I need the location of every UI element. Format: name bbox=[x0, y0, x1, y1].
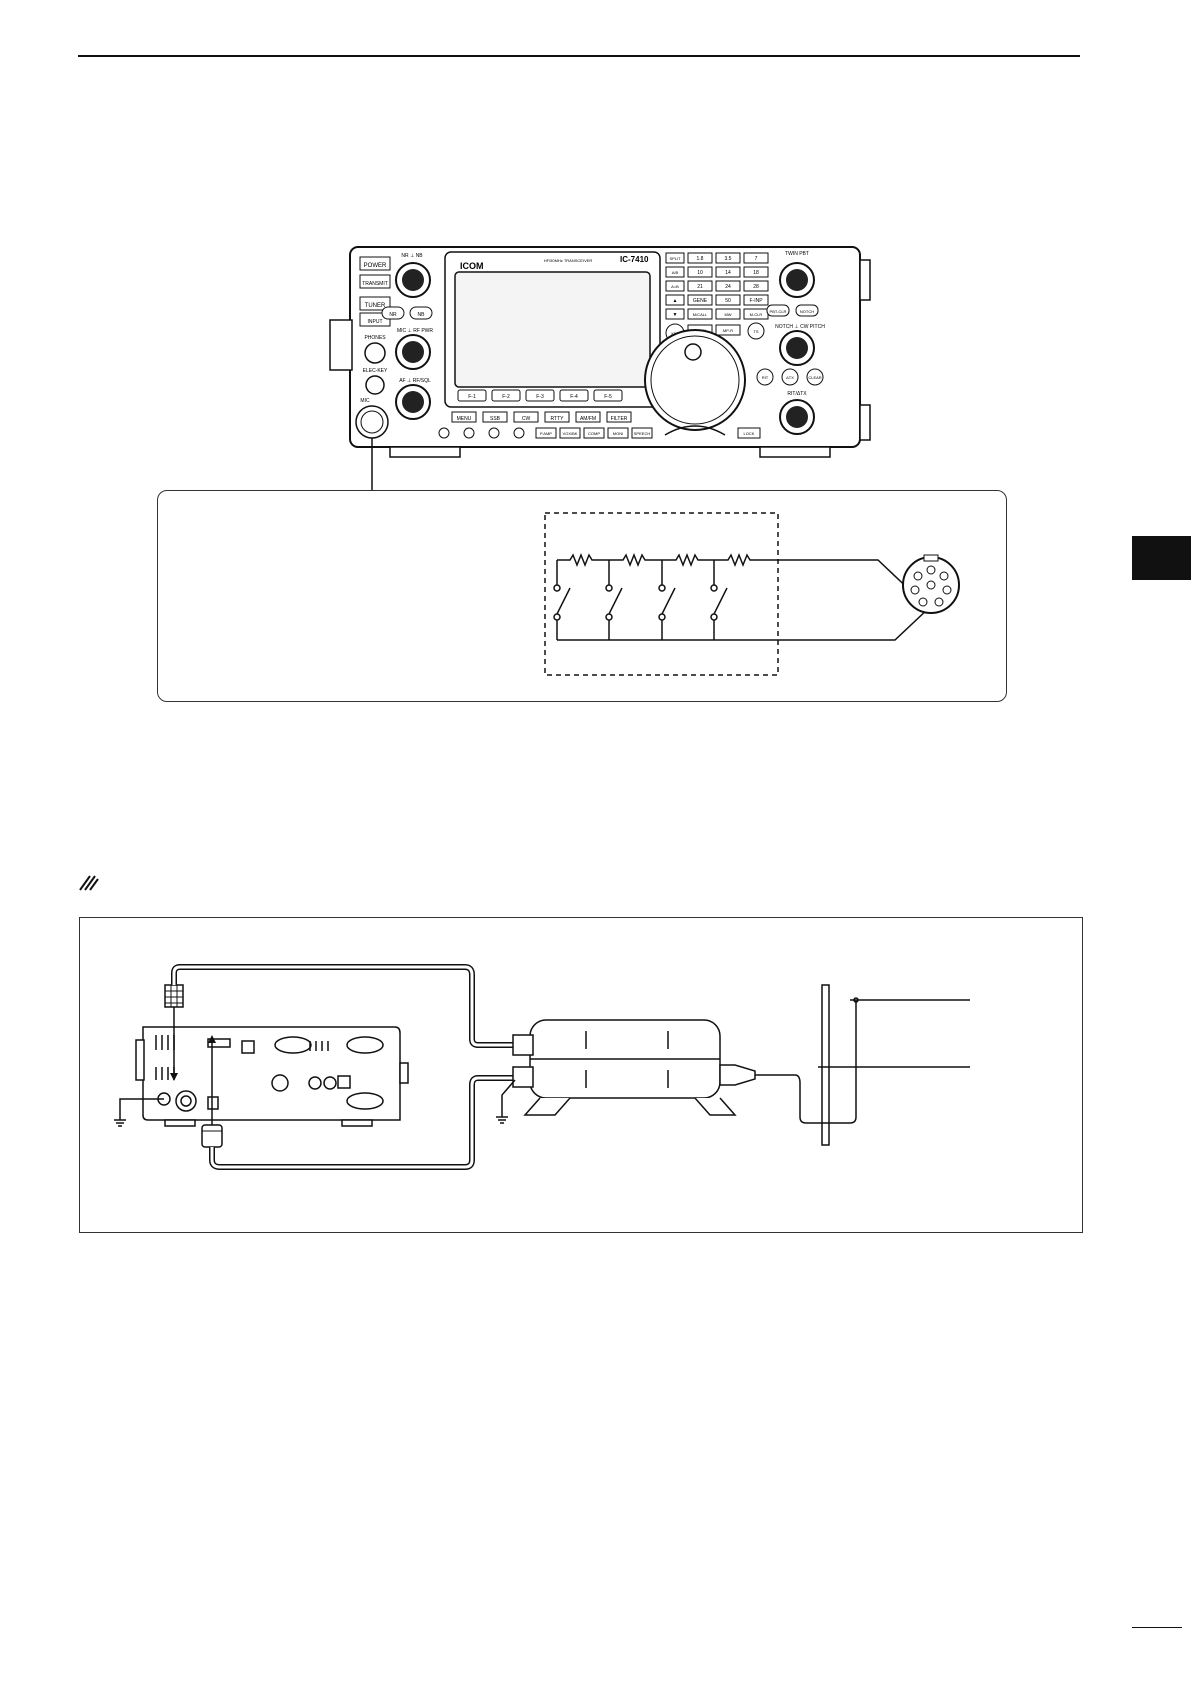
right-knob-column: TWIN PBT PBT-CLR NOTCH NOTCH ⊥ CW PITCH … bbox=[756, 251, 825, 435]
m-clr-button[interactable]: M-CLR bbox=[750, 312, 763, 317]
nr-button[interactable]: NR bbox=[389, 312, 397, 318]
af-rf-sql-label: AF ⊥ RF/SQL bbox=[399, 378, 431, 384]
side-handle-right-bottom bbox=[859, 404, 871, 441]
note-hatch-icon bbox=[79, 875, 99, 891]
f3-button[interactable]: F-3 bbox=[536, 394, 544, 400]
up-button[interactable]: ▲ bbox=[673, 298, 678, 304]
antenna-tuner-unit bbox=[512, 1019, 790, 1116]
band-key[interactable]: 18 bbox=[753, 270, 759, 276]
rit-delta-tx-label: RIT/ΔTX bbox=[787, 391, 807, 397]
footer-rule bbox=[1132, 1627, 1182, 1628]
notch-cw-pitch-label: NOTCH ⊥ CW PITCH bbox=[775, 324, 825, 330]
m-call-button[interactable]: M/CALL bbox=[693, 312, 708, 317]
pbt-clr-button[interactable]: PBT-CLR bbox=[770, 309, 787, 314]
antenna-wire bbox=[790, 984, 970, 1146]
band-key[interactable]: 28 bbox=[753, 284, 759, 290]
band-key[interactable]: 50 bbox=[725, 298, 731, 304]
band-keypad: 1.8 3.5 7 10 14 18 21 24 28 GENE 50 F-IN… bbox=[687, 252, 769, 340]
comp-button[interactable]: COMP bbox=[588, 431, 600, 436]
mode-button-row: MENU SSB CW RTTY AM/FM FILTER bbox=[451, 411, 632, 423]
cw-button[interactable]: CW bbox=[522, 416, 531, 422]
down-button[interactable]: ▼ bbox=[673, 312, 678, 318]
ground-symbol-icon bbox=[114, 1098, 164, 1127]
mic-rf-pwr-label: MIC ⊥ RF PWR bbox=[397, 328, 433, 334]
f1-button[interactable]: F-1 bbox=[468, 394, 476, 400]
control-cable bbox=[164, 964, 520, 1081]
filter-button[interactable]: FILTER bbox=[611, 416, 628, 422]
foot-left bbox=[389, 446, 461, 458]
preamp-button[interactable]: P.AMP bbox=[540, 431, 552, 436]
resistor-chain bbox=[557, 552, 916, 596]
vox-button[interactable]: VOX/BK bbox=[563, 431, 578, 436]
power-button[interactable]: POWER bbox=[364, 263, 387, 269]
speech-button[interactable]: SPEECH bbox=[634, 431, 651, 436]
rtty-button[interactable]: RTTY bbox=[551, 416, 565, 422]
switch-array bbox=[553, 560, 728, 640]
antenna-tuner-connection-diagram bbox=[114, 964, 970, 1170]
a-equals-b-button[interactable]: A=B bbox=[671, 284, 679, 289]
elec-key-jack bbox=[365, 375, 385, 395]
tuner-button[interactable]: TUNER bbox=[365, 303, 386, 309]
mic-label: MIC bbox=[360, 398, 370, 404]
mw-button[interactable]: MW bbox=[724, 312, 731, 317]
bottom-button-row: P.AMP VOX/BK COMP MONI SPEECH LOCK bbox=[535, 427, 761, 439]
rit-button[interactable]: RIT bbox=[762, 375, 769, 380]
moni-button[interactable]: MONI bbox=[613, 431, 623, 436]
lcd-screen bbox=[454, 271, 651, 388]
phones-jack bbox=[364, 342, 386, 364]
ssb-button[interactable]: SSB bbox=[490, 416, 501, 422]
band-key[interactable]: 10 bbox=[697, 270, 703, 276]
transceiver-rear-panel bbox=[135, 1026, 409, 1127]
mp-r-button[interactable]: MP-R bbox=[723, 328, 733, 333]
split-button[interactable]: SPLIT bbox=[669, 256, 681, 261]
delta-tx-button[interactable]: ΔTX bbox=[786, 375, 794, 380]
twin-pbt-label: TWIN PBT bbox=[785, 251, 809, 257]
ground-symbol-icon bbox=[496, 1079, 516, 1124]
band-key[interactable]: 24 bbox=[725, 284, 731, 290]
remote-box-outline bbox=[544, 512, 779, 676]
transceiver-front-panel: POWER TRANSMIT TUNER INPUT PHONES ELEC-K… bbox=[329, 246, 871, 490]
band-key[interactable]: F-INP bbox=[749, 298, 763, 304]
section-tab-marker bbox=[1132, 536, 1191, 580]
model-caption: HF/50MHz TRANSCEIVER bbox=[544, 258, 593, 263]
am-fm-button[interactable]: AM/FM bbox=[580, 416, 596, 422]
menu-button[interactable]: MENU bbox=[457, 416, 472, 422]
small-knob-row bbox=[438, 427, 525, 439]
coax-cable bbox=[201, 1035, 520, 1170]
left-knob-column: NR ⊥ NB NR NB MIC ⊥ RF PWR AF ⊥ RF/SQL bbox=[381, 253, 433, 420]
phones-label: PHONES bbox=[364, 335, 386, 341]
mic-control-panel bbox=[157, 490, 1007, 702]
mic-connector-pinout bbox=[902, 554, 960, 614]
input-button[interactable]: INPUT bbox=[368, 319, 383, 325]
brand-logo: ICOM bbox=[460, 261, 484, 271]
foot-right bbox=[759, 446, 831, 458]
nr-nb-label: NR ⊥ NB bbox=[401, 253, 423, 259]
f5-button[interactable]: F-5 bbox=[604, 394, 612, 400]
band-key[interactable]: GENE bbox=[693, 298, 708, 304]
model-name: IC-7410 bbox=[620, 255, 649, 264]
band-key[interactable]: 7 bbox=[755, 256, 758, 262]
ts-button[interactable]: TS bbox=[753, 329, 758, 334]
f2-button[interactable]: F-2 bbox=[502, 394, 510, 400]
notch-button[interactable]: NOTCH bbox=[800, 309, 814, 314]
tuner-connection-panel bbox=[79, 917, 1083, 1233]
band-key[interactable]: 21 bbox=[697, 284, 703, 290]
band-key[interactable]: 1.8 bbox=[697, 256, 704, 262]
transmit-button[interactable]: TRANSMIT bbox=[362, 281, 388, 287]
nb-button[interactable]: NB bbox=[418, 312, 426, 318]
function-key-row: F-1 F-2 F-3 F-4 F-5 bbox=[457, 389, 623, 402]
a-b-button[interactable]: A/B bbox=[672, 270, 679, 275]
side-handle-left bbox=[329, 319, 353, 371]
band-key[interactable]: 14 bbox=[725, 270, 731, 276]
side-handle-right-top bbox=[859, 259, 871, 301]
elec-key-label: ELEC-KEY bbox=[363, 368, 388, 374]
band-key[interactable]: 3.5 bbox=[725, 256, 732, 262]
f4-button[interactable]: F-4 bbox=[570, 394, 578, 400]
clear-button[interactable]: CLEAR bbox=[808, 375, 821, 380]
lock-button[interactable]: LOCK bbox=[744, 431, 755, 436]
header-rule bbox=[78, 55, 1080, 57]
ground-return-line bbox=[557, 606, 931, 641]
resistor-switch-schematic bbox=[544, 512, 960, 676]
